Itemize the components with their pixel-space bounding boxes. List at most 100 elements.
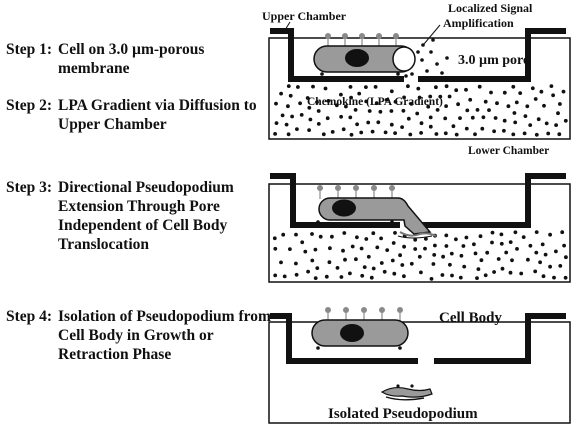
chemokine-dot: [290, 114, 294, 119]
chemokine-dot: [426, 104, 431, 109]
chemokine-dot: [528, 243, 533, 248]
chemokine-dot: [450, 273, 454, 278]
receptor-head: [317, 185, 323, 191]
receptor-head: [325, 307, 331, 313]
chemokine-dot: [299, 113, 304, 117]
chemokine-dot: [306, 269, 310, 274]
chemokine-dot: [374, 101, 379, 106]
chemokine-dot: [359, 246, 364, 251]
chemokine-dot: [323, 86, 328, 91]
receptor-dot: [396, 72, 400, 76]
chemokine-dot: [280, 113, 285, 118]
chemokine-dots: [273, 84, 568, 137]
chemokine-dot: [431, 262, 436, 266]
chemokine-dot: [433, 243, 437, 248]
cell-step-4: [311, 307, 409, 347]
chemokine-dot: [364, 85, 368, 89]
chemokine-dot: [473, 251, 478, 256]
chemokine-dot: [330, 130, 335, 134]
chemokine-dot: [519, 271, 524, 276]
chemokine-dot: [288, 247, 292, 252]
chemokine-dot: [357, 91, 362, 96]
receptor-dot: [316, 220, 320, 224]
step-number: Step 1:: [6, 41, 53, 58]
chemokine-dot: [419, 270, 423, 275]
receptor-dot: [316, 346, 320, 350]
chemokine-dot: [389, 109, 394, 113]
chemokine-dot: [401, 108, 406, 113]
upper-chamber-label: Upper Chamber: [262, 9, 347, 23]
chemokine-dot: [379, 261, 384, 265]
chemokine-dot: [378, 109, 383, 114]
chemokine-dot: [359, 130, 364, 135]
chemokine-dot: [540, 242, 545, 247]
pore-label: 3.0 µm pore: [458, 53, 529, 68]
chemokine-dot: [315, 266, 320, 270]
chemokine-dot: [376, 120, 381, 125]
chemokine-dot: [454, 237, 458, 242]
chemokine-dot: [423, 246, 427, 251]
receptor-head: [379, 307, 385, 313]
chemokine-dot: [508, 240, 513, 245]
chemokine-dot: [335, 266, 340, 270]
chemokine-dot: [326, 99, 331, 103]
chemokine-dot: [510, 258, 514, 263]
chemokine-dot: [406, 84, 410, 89]
chemokine-dot: [563, 275, 568, 280]
chemokine-dot: [429, 277, 434, 281]
chemokine-dot: [379, 236, 383, 241]
chemokine-dot: [294, 272, 299, 277]
chemokine-dot: [444, 244, 449, 248]
chemokine-dot: [518, 91, 523, 95]
chemokine-dot: [475, 108, 480, 112]
chemokine-dot: [383, 130, 388, 135]
chemokine-dot: [393, 131, 397, 136]
chemokine-dot: [334, 103, 339, 108]
chemokine-dot: [462, 264, 467, 269]
chemokine-dot: [495, 101, 499, 106]
chemokine-dot: [444, 84, 449, 89]
chemokine-dot: [483, 273, 488, 278]
chemokine-dot: [294, 232, 298, 237]
chemokine-dot: [502, 118, 507, 123]
chemokine-dot: [364, 99, 369, 104]
chemokine-dot: [432, 253, 437, 257]
signal-label-line2: Amplification: [443, 16, 514, 30]
chemokine-dot: [315, 100, 319, 104]
cell-body-label: Cell Body: [439, 310, 502, 326]
chemokine-dot: [481, 115, 486, 120]
chemokine-dot: [305, 96, 310, 100]
chemokine-dot: [454, 132, 459, 137]
chemokine-dot: [350, 244, 355, 249]
chemokine-dot: [558, 102, 562, 106]
pore-gap: [404, 74, 418, 84]
chemokine-dot: [533, 269, 538, 274]
chemokine-dot: [536, 117, 541, 122]
chemokine-dot: [313, 276, 318, 280]
receptor-dot: [390, 220, 394, 224]
receptor-dot: [398, 346, 402, 350]
chemokine-dot: [513, 230, 518, 235]
chemokine-dot: [328, 246, 332, 251]
chemokine-dot: [548, 232, 552, 237]
chemokine-dot: [398, 253, 402, 258]
chemokine-dot: [321, 132, 326, 137]
chemokine-dot: [468, 97, 473, 102]
chemokine-dot: [367, 109, 372, 113]
receptor-head: [325, 33, 331, 39]
chemokine-dot: [476, 267, 481, 271]
chemokine-dot: [286, 84, 291, 88]
chemokine-dot: [470, 115, 475, 120]
chemokine-dot: [417, 95, 422, 100]
chemokine-dot: [307, 105, 312, 110]
chemokine-dot: [393, 99, 398, 104]
chemokine-dot: [434, 85, 438, 90]
lower-chamber-box: [268, 321, 571, 424]
step-text: LPA Gradient via Diffusion to Upper Cham…: [58, 97, 257, 133]
chemokine-dot: [339, 92, 343, 97]
signal-bulge: [392, 46, 416, 72]
chemokine-dot: [515, 247, 519, 251]
chemokine-dot: [324, 274, 329, 279]
chemokine-dot: [348, 115, 353, 120]
